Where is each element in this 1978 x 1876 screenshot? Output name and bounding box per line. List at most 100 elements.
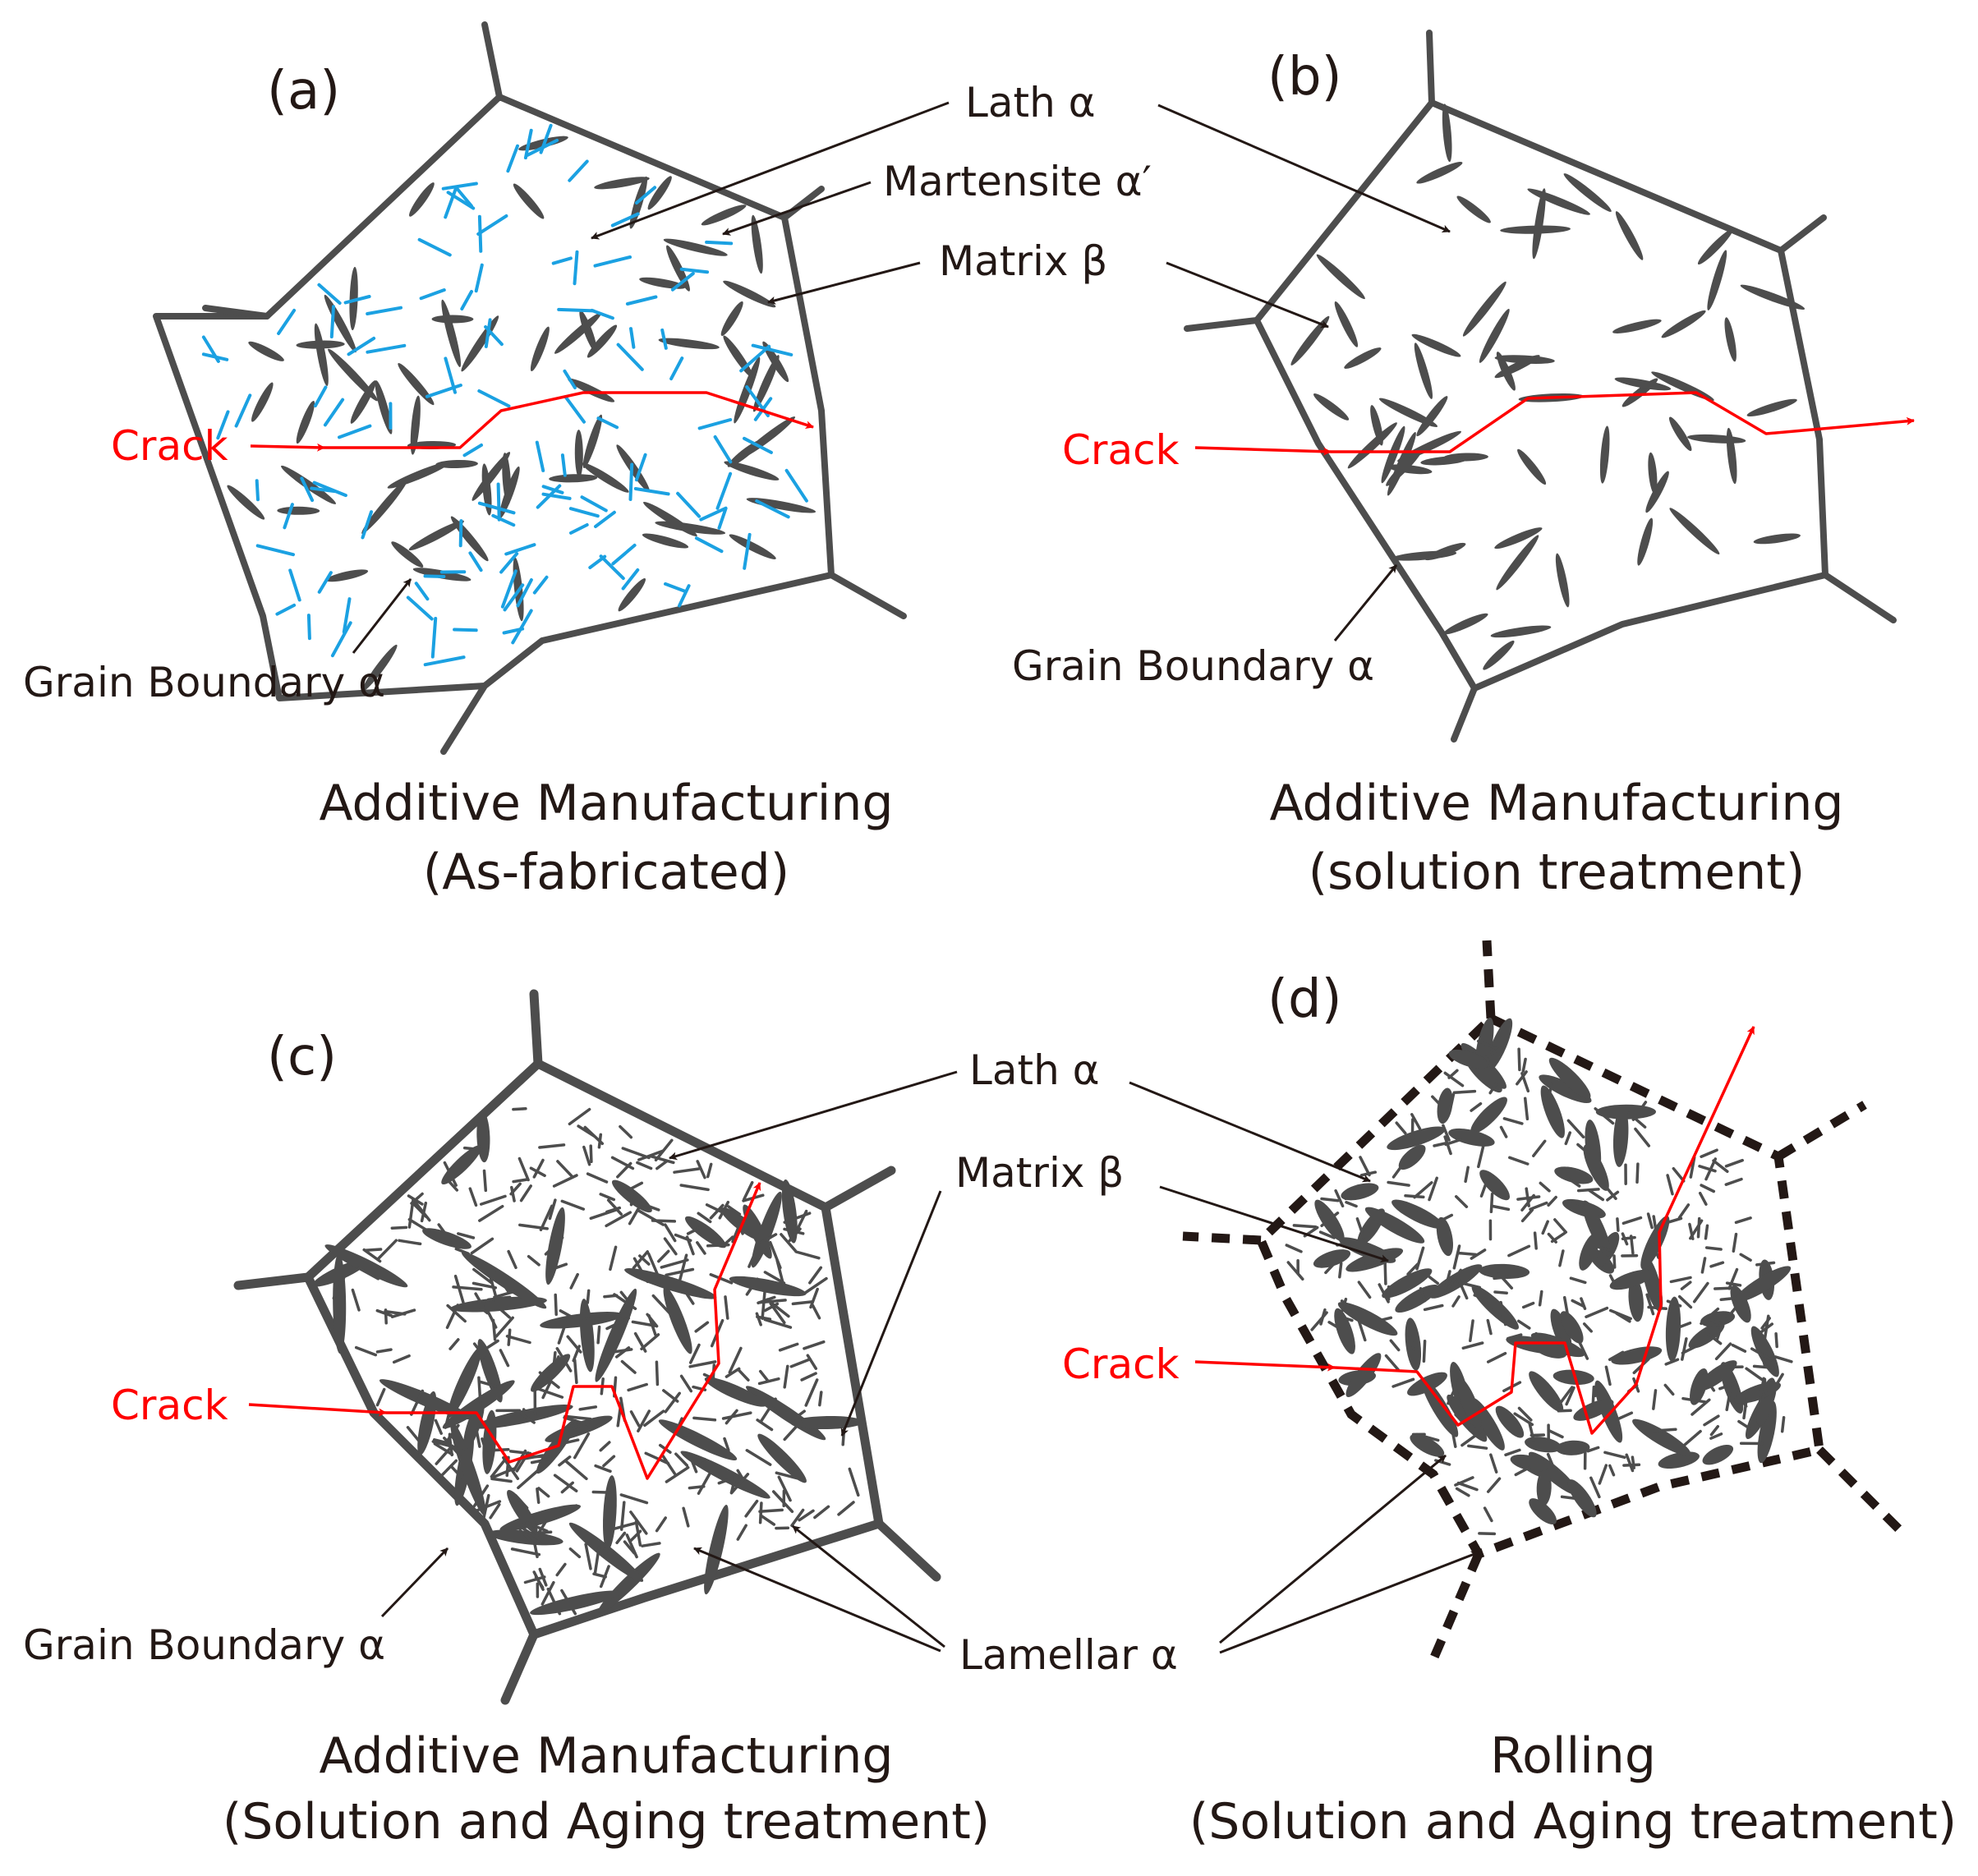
martensite-needle — [484, 325, 504, 347]
lamellar-alpha — [448, 1432, 466, 1451]
lamellar-alpha — [1486, 1351, 1507, 1363]
panel-a-martensite-arrow — [722, 181, 872, 236]
lath-alpha — [643, 501, 697, 537]
lamellar-alpha — [1652, 1389, 1658, 1410]
lamellar-alpha — [1689, 1156, 1696, 1179]
lamellar-alpha — [683, 1433, 701, 1437]
lamellar-alpha — [1727, 1267, 1739, 1290]
martensite-needle — [460, 290, 473, 310]
lath-alpha — [1382, 1268, 1433, 1299]
lamellar-alpha — [474, 1292, 485, 1308]
martensite-needle — [743, 532, 752, 570]
lath-alpha — [1669, 508, 1720, 554]
lath-alpha — [1612, 319, 1662, 333]
lamellar-alpha — [1507, 1244, 1531, 1258]
lath-alpha — [594, 177, 650, 190]
lamellar-alpha — [729, 1473, 750, 1495]
panel-a-grain — [153, 21, 907, 755]
lamellar-alpha — [697, 1212, 712, 1224]
martensite-needle — [430, 617, 438, 659]
lamellar-alpha — [613, 1293, 637, 1311]
martensite-needle — [484, 318, 492, 348]
martensite-needle — [417, 237, 452, 257]
lamellar-alpha — [1477, 1143, 1485, 1169]
lamellar-alpha — [583, 1125, 605, 1146]
panel-b-grain-boundary — [1254, 99, 1828, 692]
lamellar-alpha — [1700, 1148, 1718, 1158]
lath-alpha — [1398, 1144, 1426, 1170]
martensite-needle — [573, 250, 579, 286]
panel-b-boundary-branch — [1426, 30, 1435, 106]
lamellar-alpha — [619, 1493, 649, 1505]
lamellar-alpha — [1571, 1299, 1585, 1308]
lamellar-alpha — [683, 1289, 695, 1305]
lamellar-alpha — [1715, 1322, 1723, 1342]
lamellar-alpha — [794, 1250, 821, 1260]
panel-a-grain-boundary-label: Grain Boundary α — [23, 659, 385, 706]
lamellar-alpha — [1547, 1195, 1557, 1207]
lamellar-alpha — [1514, 1465, 1532, 1477]
panel-b-lath-arrow — [1157, 103, 1451, 233]
lamellar-alpha — [1484, 1055, 1493, 1069]
lath-alpha — [1757, 1400, 1777, 1464]
lamellar-alpha — [1709, 1261, 1725, 1268]
lamellar-alpha — [1359, 1170, 1378, 1177]
lamellar-alpha — [766, 1298, 790, 1318]
lath-alpha — [1346, 1248, 1404, 1272]
panel-c-boundary-branch — [500, 1630, 539, 1705]
lamellar-alpha — [1383, 1259, 1387, 1285]
lamellar-alpha — [1576, 1143, 1590, 1156]
martensite-needle — [569, 523, 589, 535]
lath-alpha — [752, 355, 780, 412]
lamellar-alpha — [1292, 1224, 1318, 1229]
martensite-needle — [477, 501, 516, 515]
lamellar-alpha — [1286, 1261, 1304, 1281]
lath-alpha — [441, 299, 462, 368]
lath-alpha — [435, 459, 478, 469]
lath-alpha — [1527, 188, 1590, 215]
lamellar-alpha — [1566, 1119, 1585, 1139]
lamellar-alpha — [1447, 1069, 1459, 1079]
martensite-needle — [255, 544, 295, 557]
lath-alpha — [513, 183, 545, 219]
lamellar-alpha — [1338, 1262, 1343, 1279]
lamellar-alpha — [1403, 1202, 1418, 1213]
lamellar-alpha — [696, 1160, 706, 1179]
lath-alpha — [1470, 1097, 1507, 1134]
lamellar-alpha — [407, 1194, 424, 1206]
lamellar-alpha — [1444, 1270, 1451, 1290]
lamellar-alpha — [376, 1239, 398, 1261]
lamellar-alpha — [364, 1248, 383, 1252]
lath-alpha — [1740, 284, 1806, 310]
lath-alpha — [1539, 1074, 1592, 1103]
lamellar-alpha — [728, 1346, 743, 1374]
lath-alpha — [1456, 1377, 1482, 1429]
lamellar-alpha — [657, 1249, 670, 1263]
panel-b-grain-boundary-label: Grain Boundary α — [1012, 642, 1374, 690]
lamellar-alpha — [453, 1274, 465, 1304]
lamellar-alpha — [477, 1376, 482, 1407]
lamellar-alpha — [582, 1145, 591, 1166]
lamellar-alpha — [791, 1300, 814, 1306]
lamellar-alpha — [1629, 1235, 1635, 1255]
lamellar-alpha — [1724, 1158, 1744, 1168]
martensite-needle — [234, 393, 252, 428]
lamellar-alpha — [1320, 1197, 1340, 1202]
lath-alpha — [1479, 308, 1510, 363]
lamellar-alpha — [1698, 1191, 1708, 1206]
lamellar-alpha — [1774, 1332, 1778, 1349]
lamellar-alpha — [1406, 1262, 1419, 1276]
lamellar-alpha — [673, 1167, 701, 1174]
lamellar-alpha — [486, 1295, 512, 1302]
panel-b-grain-boundary-arrow — [1333, 564, 1398, 641]
lamellar-alpha — [1666, 1174, 1674, 1196]
lath-alpha — [1640, 1216, 1670, 1270]
lamellar-alpha — [1745, 1367, 1764, 1382]
lath-alpha — [1730, 1285, 1751, 1323]
lath-alpha — [1395, 1284, 1439, 1313]
lamellar-alpha — [548, 1198, 557, 1221]
lamellar-alpha — [783, 1227, 805, 1235]
lamellar-alpha — [1587, 1189, 1605, 1202]
lamellar-alpha — [755, 1312, 762, 1327]
martensite-needle — [288, 568, 301, 602]
